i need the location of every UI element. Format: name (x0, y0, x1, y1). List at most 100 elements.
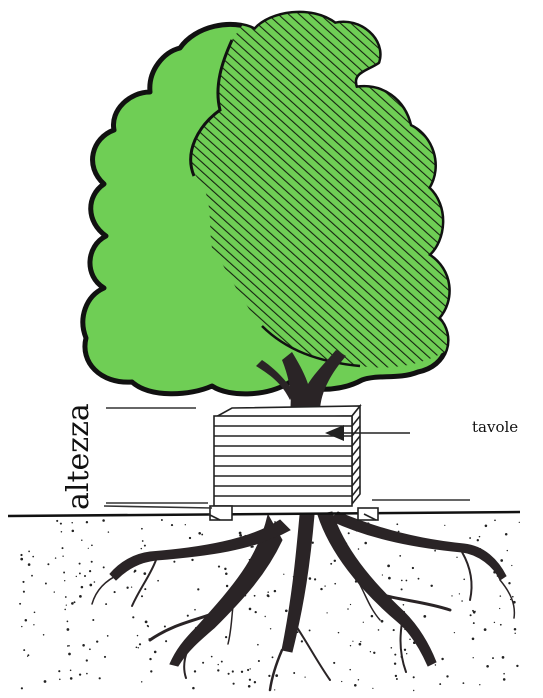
soil-dot (79, 673, 81, 675)
soil-dot (503, 678, 506, 681)
soil-dot (388, 577, 391, 580)
soil-dot (441, 658, 443, 660)
soil-dot (254, 595, 256, 597)
soil-dot (446, 675, 448, 677)
soil-dot (225, 572, 228, 575)
soil-dot (258, 660, 260, 662)
soil-dot (372, 688, 373, 689)
soil-dot (228, 673, 230, 675)
soil-dot (387, 565, 390, 568)
soil-dot (139, 643, 141, 645)
soil-dot (494, 622, 495, 623)
soil-dot (396, 678, 398, 680)
soil-dot (499, 608, 500, 609)
soil-dot (249, 608, 252, 611)
label-altezza: altezza (61, 403, 96, 510)
soil-dot (64, 580, 65, 581)
soil-dot (138, 647, 139, 648)
soil-dot (503, 673, 505, 675)
soil-dot (54, 591, 55, 592)
soil-dot (165, 640, 167, 642)
soil-dot (82, 644, 85, 647)
soil-dot (28, 563, 31, 566)
soil-dot (137, 635, 138, 636)
soil-dot (71, 522, 72, 523)
soil-dot (347, 608, 349, 610)
soil-dot (409, 638, 411, 640)
soil-dot (412, 567, 414, 569)
label-tavole: tavole (472, 418, 518, 436)
soil-dot (359, 643, 362, 646)
soil-dot (94, 581, 96, 583)
soil-dot (70, 677, 73, 680)
soil-dot (65, 596, 67, 598)
soil-dot (312, 542, 314, 544)
soil-dot (102, 519, 105, 522)
soil-dot (84, 575, 86, 577)
soil-dot (81, 539, 82, 540)
soil-dot (472, 638, 475, 641)
soil-dot (149, 658, 151, 660)
soil-dot (150, 670, 152, 672)
soil-dot (143, 572, 146, 575)
soil-dot (103, 566, 105, 568)
soil-dot (108, 531, 109, 532)
soil-dot (507, 550, 508, 551)
soil-dot (86, 673, 88, 675)
roots (92, 512, 514, 690)
soil-dot (141, 681, 142, 682)
soil-dot (107, 635, 109, 637)
soil-dot (91, 561, 93, 563)
soil-dot (352, 641, 353, 642)
soil-dot (141, 548, 142, 549)
soil-dot (68, 645, 70, 647)
soil-dot (21, 687, 23, 689)
soil-dot (309, 577, 312, 580)
soil-dot (395, 675, 397, 677)
soil-dot (126, 587, 128, 589)
soil-dot (79, 595, 82, 598)
soil-dot (211, 656, 213, 658)
soil-dot (56, 520, 58, 522)
soil-dot (334, 560, 336, 562)
soil-dot (473, 622, 475, 624)
soil-dot (341, 681, 342, 682)
soil-dot (218, 566, 220, 568)
soil-dot (141, 595, 143, 597)
soil-dot (358, 548, 360, 550)
soil-dot (161, 519, 163, 521)
board-enclosure (208, 406, 378, 520)
soil-dot (394, 663, 396, 665)
soil-dot (459, 593, 460, 594)
soil-dot (330, 563, 332, 565)
soil-dot (334, 583, 336, 585)
soil-dot (516, 665, 518, 667)
soil-dot (198, 532, 201, 535)
soil-dot (473, 611, 476, 614)
soil-dot (28, 551, 30, 553)
soil-dot (370, 651, 371, 652)
soil-dot (406, 580, 408, 582)
soil-dot (514, 633, 515, 634)
soil-dot (226, 585, 228, 587)
soil-dot (393, 629, 395, 631)
soil-dot (114, 591, 116, 593)
soil-dot (61, 531, 63, 533)
soil-dot (157, 580, 159, 582)
soil-dot (217, 669, 219, 671)
soil-dot (89, 648, 91, 650)
soil-dot (439, 683, 441, 685)
soil-dot (486, 665, 489, 668)
soil-dot (71, 602, 74, 605)
soil-dot (293, 672, 295, 674)
soil-dot (403, 604, 405, 606)
soil-dot (249, 679, 251, 681)
soil-dot (378, 629, 380, 631)
soil-dot (23, 649, 25, 651)
soil-dot (349, 669, 351, 671)
soil-dot (202, 662, 204, 664)
soil-dot (104, 656, 106, 658)
soil-dot (423, 615, 426, 618)
soil-dot (232, 670, 234, 672)
